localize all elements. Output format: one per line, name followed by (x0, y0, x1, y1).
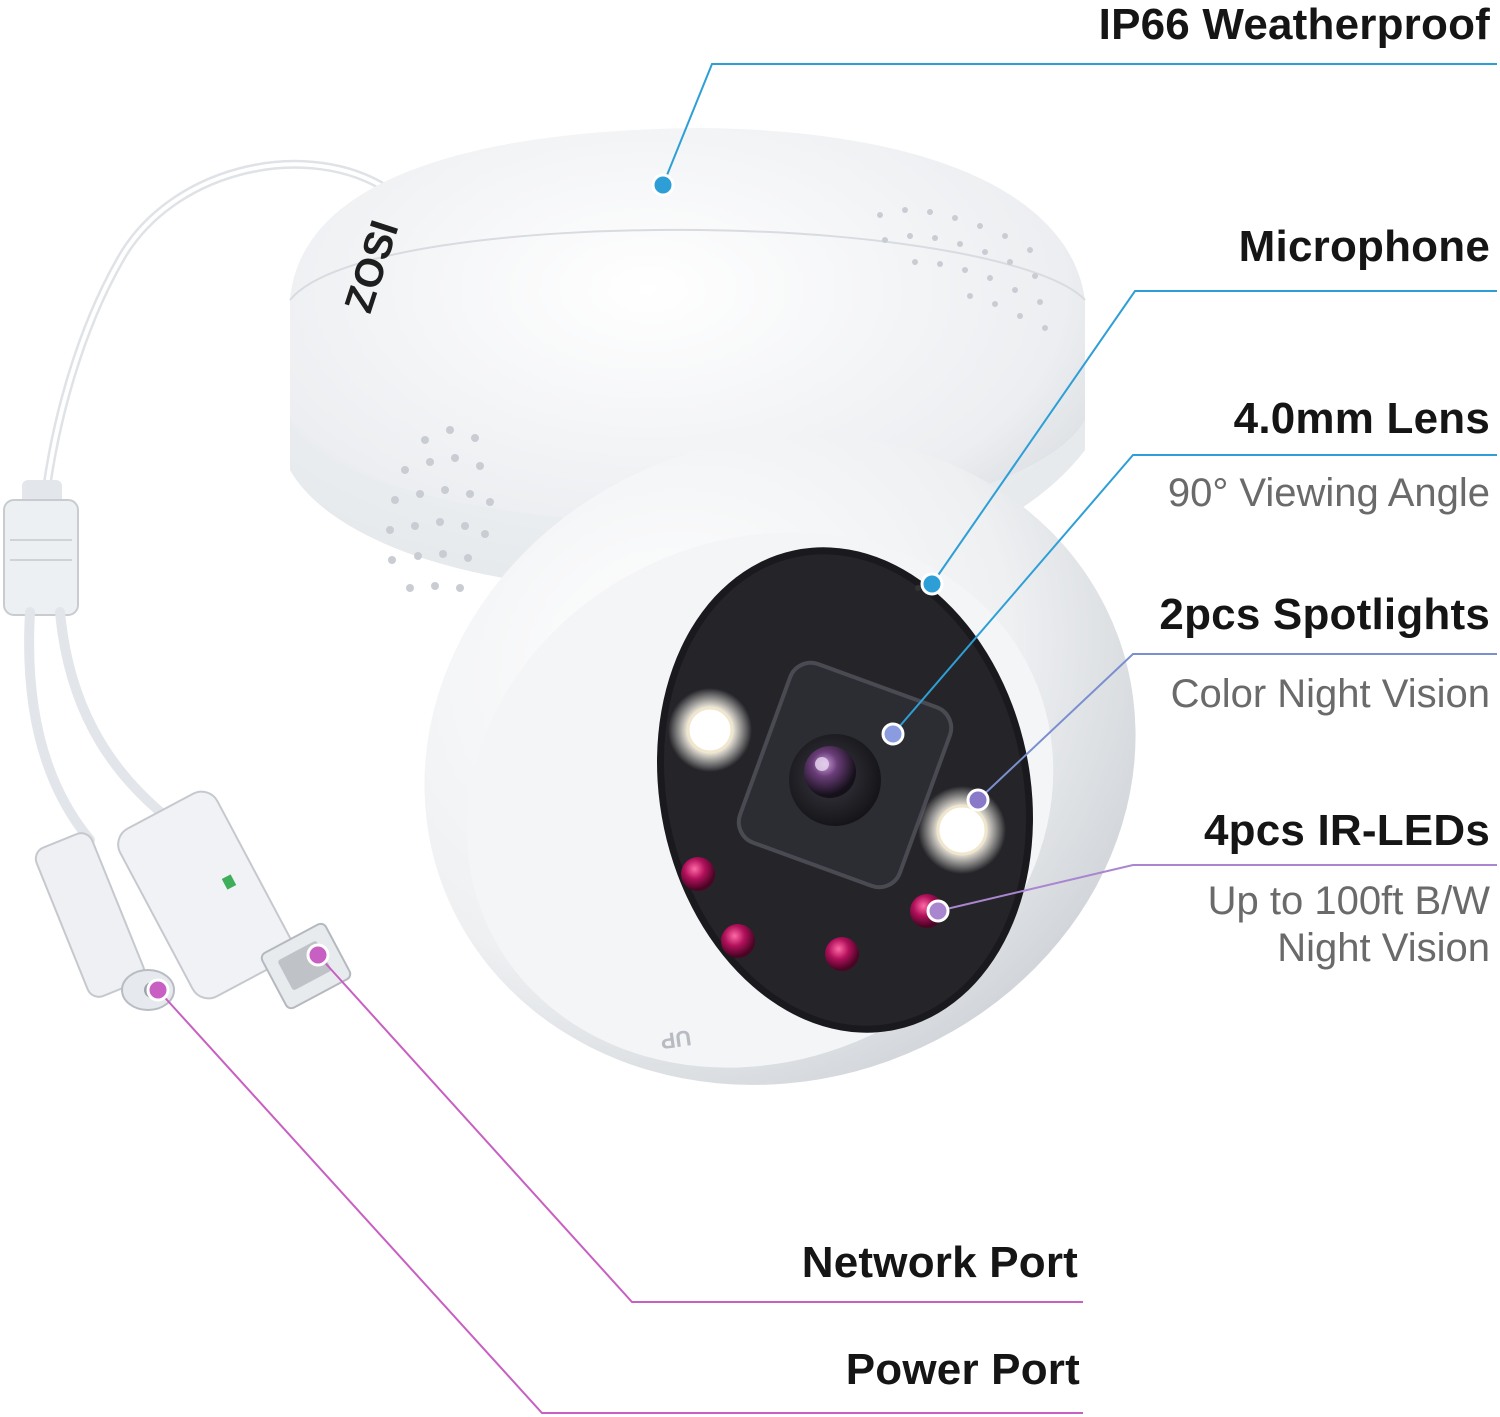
cable-network (55, 607, 175, 825)
callout-line-network-port (317, 954, 1083, 1303)
label-network-port: Network Port (801, 1238, 1078, 1287)
label-weatherproof: IP66 Weatherproof (1098, 0, 1490, 49)
housing-up-text: UP (659, 1025, 693, 1054)
microphone-hole (915, 585, 921, 591)
lens-module (736, 660, 954, 890)
label-irleds-sub-2: Night Vision (1277, 926, 1490, 970)
cable-splitter (3, 480, 79, 616)
label-spotlights: 2pcs Spotlights (1159, 590, 1490, 639)
label-irleds-sub-1: Up to 100ft B/W (1207, 879, 1490, 923)
callout-line-power-port (157, 989, 1083, 1414)
label-spotlights-sub: Color Night Vision (1170, 672, 1490, 716)
cable-power (24, 607, 95, 845)
callout-line-spotlights (977, 653, 1497, 801)
label-microphone: Microphone (1238, 222, 1490, 271)
label-lens: 4.0mm Lens (1233, 394, 1490, 443)
callout-line-irleds (937, 864, 1497, 912)
speaker-grille (386, 426, 494, 592)
callout-line-lens (892, 454, 1497, 735)
network-connector (117, 790, 352, 1010)
spotlight-right (918, 786, 1006, 874)
label-power-port: Power Port (845, 1345, 1080, 1394)
spotlight-left (668, 688, 752, 772)
label-irleds: 4pcs IR-LEDs (1203, 806, 1490, 855)
vent-dots (877, 207, 1048, 331)
label-lens-sub: 90° Viewing Angle (1167, 471, 1490, 515)
callout-line-weatherproof (662, 63, 1497, 186)
callout-line-microphone (931, 290, 1497, 585)
